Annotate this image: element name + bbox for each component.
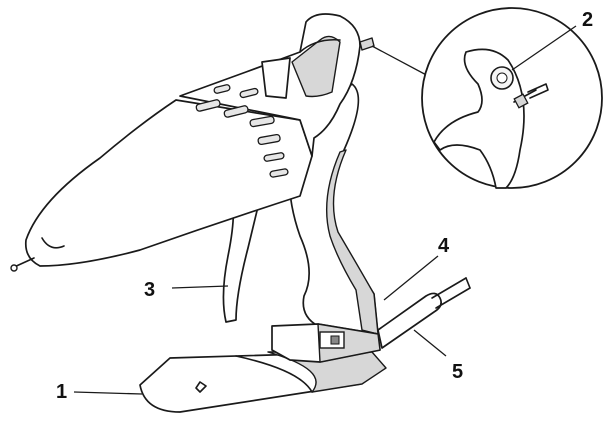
callout-5: 5 [452,361,463,383]
base-slot-icon [195,381,207,393]
callout-1: 1 [56,381,67,403]
base-plate [139,351,387,413]
barrel [10,99,313,272]
detail-screw-icon [513,93,529,109]
rear-screw [359,37,375,51]
vent-slots [195,84,289,178]
top-housing [179,13,361,157]
stand-block [271,323,381,363]
callout-4: 4 [438,235,450,257]
callout-2: 2 [582,9,593,31]
detail-zoom-circle [371,7,603,189]
callout-leaders [73,25,577,395]
callout-3: 3 [144,279,155,301]
power-cord [377,277,471,349]
